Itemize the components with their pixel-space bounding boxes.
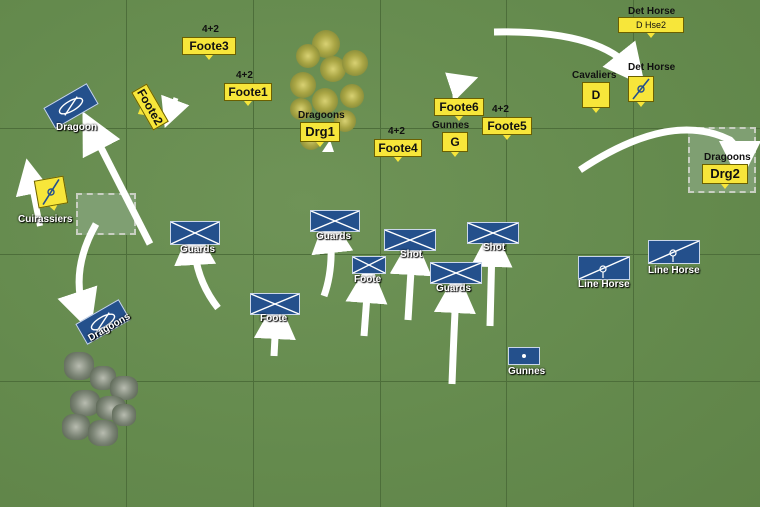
unit-label: Gunnes	[432, 120, 470, 131]
unit-label: Foote	[354, 274, 382, 285]
horse-symbol-icon	[42, 179, 60, 205]
unit-tag: Foote1	[224, 83, 272, 106]
unit-tag: Foote4	[374, 139, 422, 162]
unit-tag: D	[582, 82, 610, 113]
horse-counter	[33, 175, 69, 209]
unit-tag: Drg2	[702, 164, 748, 189]
unit-label: Guards	[180, 244, 216, 255]
unit-tag: D Hse2	[618, 17, 684, 38]
strength-label: 4+2	[202, 24, 219, 35]
unit-label: Foote	[260, 313, 288, 324]
unit-tag: Foote6	[434, 98, 484, 121]
unit-label: Dragoons	[298, 110, 345, 121]
unit-label: Gunnes	[508, 366, 546, 377]
unit-label: Dragoons	[704, 152, 751, 163]
unit-label: Det Horse	[628, 62, 676, 73]
horse-symbol-icon	[632, 78, 650, 100]
unit-label: Guards	[316, 231, 352, 242]
unit-label: Line Horse	[648, 265, 700, 276]
unit-label: Dragoon	[56, 122, 98, 133]
unit-label: Line Horse	[578, 279, 630, 290]
det-horse-counter	[628, 76, 654, 107]
strength-label: 4+2	[236, 70, 253, 81]
strength-label: 4+2	[492, 104, 509, 115]
unit-label: Cuirassiers	[18, 214, 73, 225]
strength-label: 4+2	[388, 126, 405, 137]
unit-tag: Foote3	[182, 37, 236, 60]
unit-tag: Foote5	[482, 117, 532, 140]
unit-label: Guards	[436, 283, 472, 294]
unit-tag: Drg1	[300, 122, 340, 147]
unit-label: Shot	[400, 249, 423, 260]
unit-label: Shot	[483, 242, 506, 253]
unit-label: Cavaliers	[572, 70, 617, 81]
unit-label: Det Horse	[628, 6, 676, 17]
unit-tag: G	[442, 132, 468, 157]
